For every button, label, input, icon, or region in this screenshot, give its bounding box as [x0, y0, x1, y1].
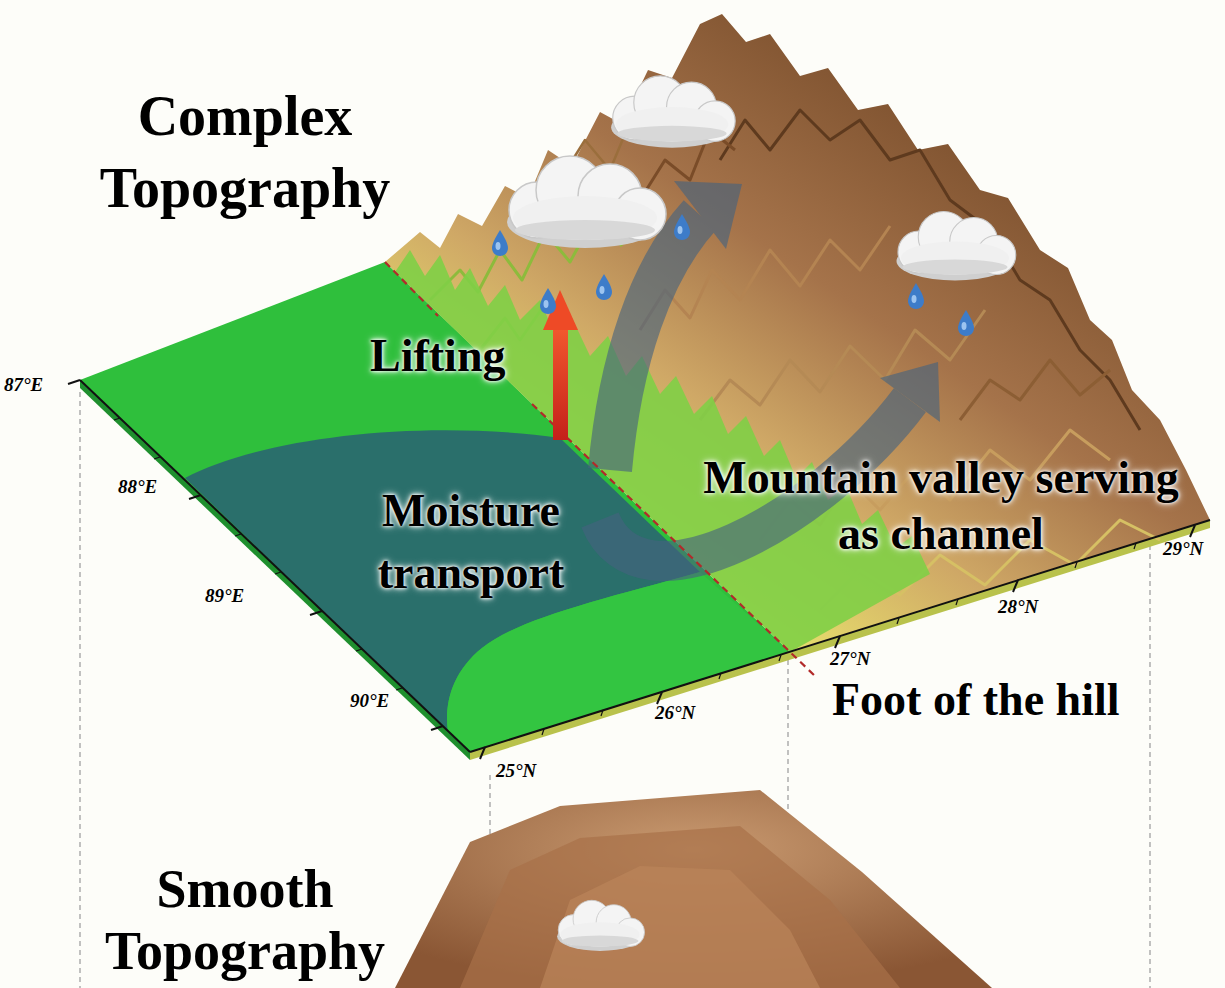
panel-heading: Complex Topography: [70, 80, 420, 224]
raindrops: [492, 214, 974, 336]
axis-tick-label: 90°E: [350, 690, 389, 712]
process-label: Lifting: [370, 328, 548, 384]
axis-tick-label: 29°N: [1163, 538, 1203, 560]
axis-tick-label: 88°E: [118, 476, 157, 498]
axis-tick-label: 87°E: [4, 374, 43, 396]
process-label: Moisture transport: [345, 480, 597, 604]
panel-heading: Smooth Topography: [70, 858, 420, 982]
process-label: Mountain valley serving as channel: [700, 450, 1182, 562]
smooth-terrain: [395, 790, 992, 988]
clouds: [507, 76, 1016, 281]
axis-tick-label: 25°N: [496, 760, 536, 782]
feature-label: Foot of the hill: [832, 672, 1218, 728]
axis-tick-label: 89°E: [205, 585, 244, 607]
plain-lobe: [447, 572, 790, 752]
axis-tick-label: 27°N: [830, 648, 870, 670]
axis-tick-label: 26°N: [655, 702, 695, 724]
axis-tick-label: 28°N: [998, 596, 1038, 618]
